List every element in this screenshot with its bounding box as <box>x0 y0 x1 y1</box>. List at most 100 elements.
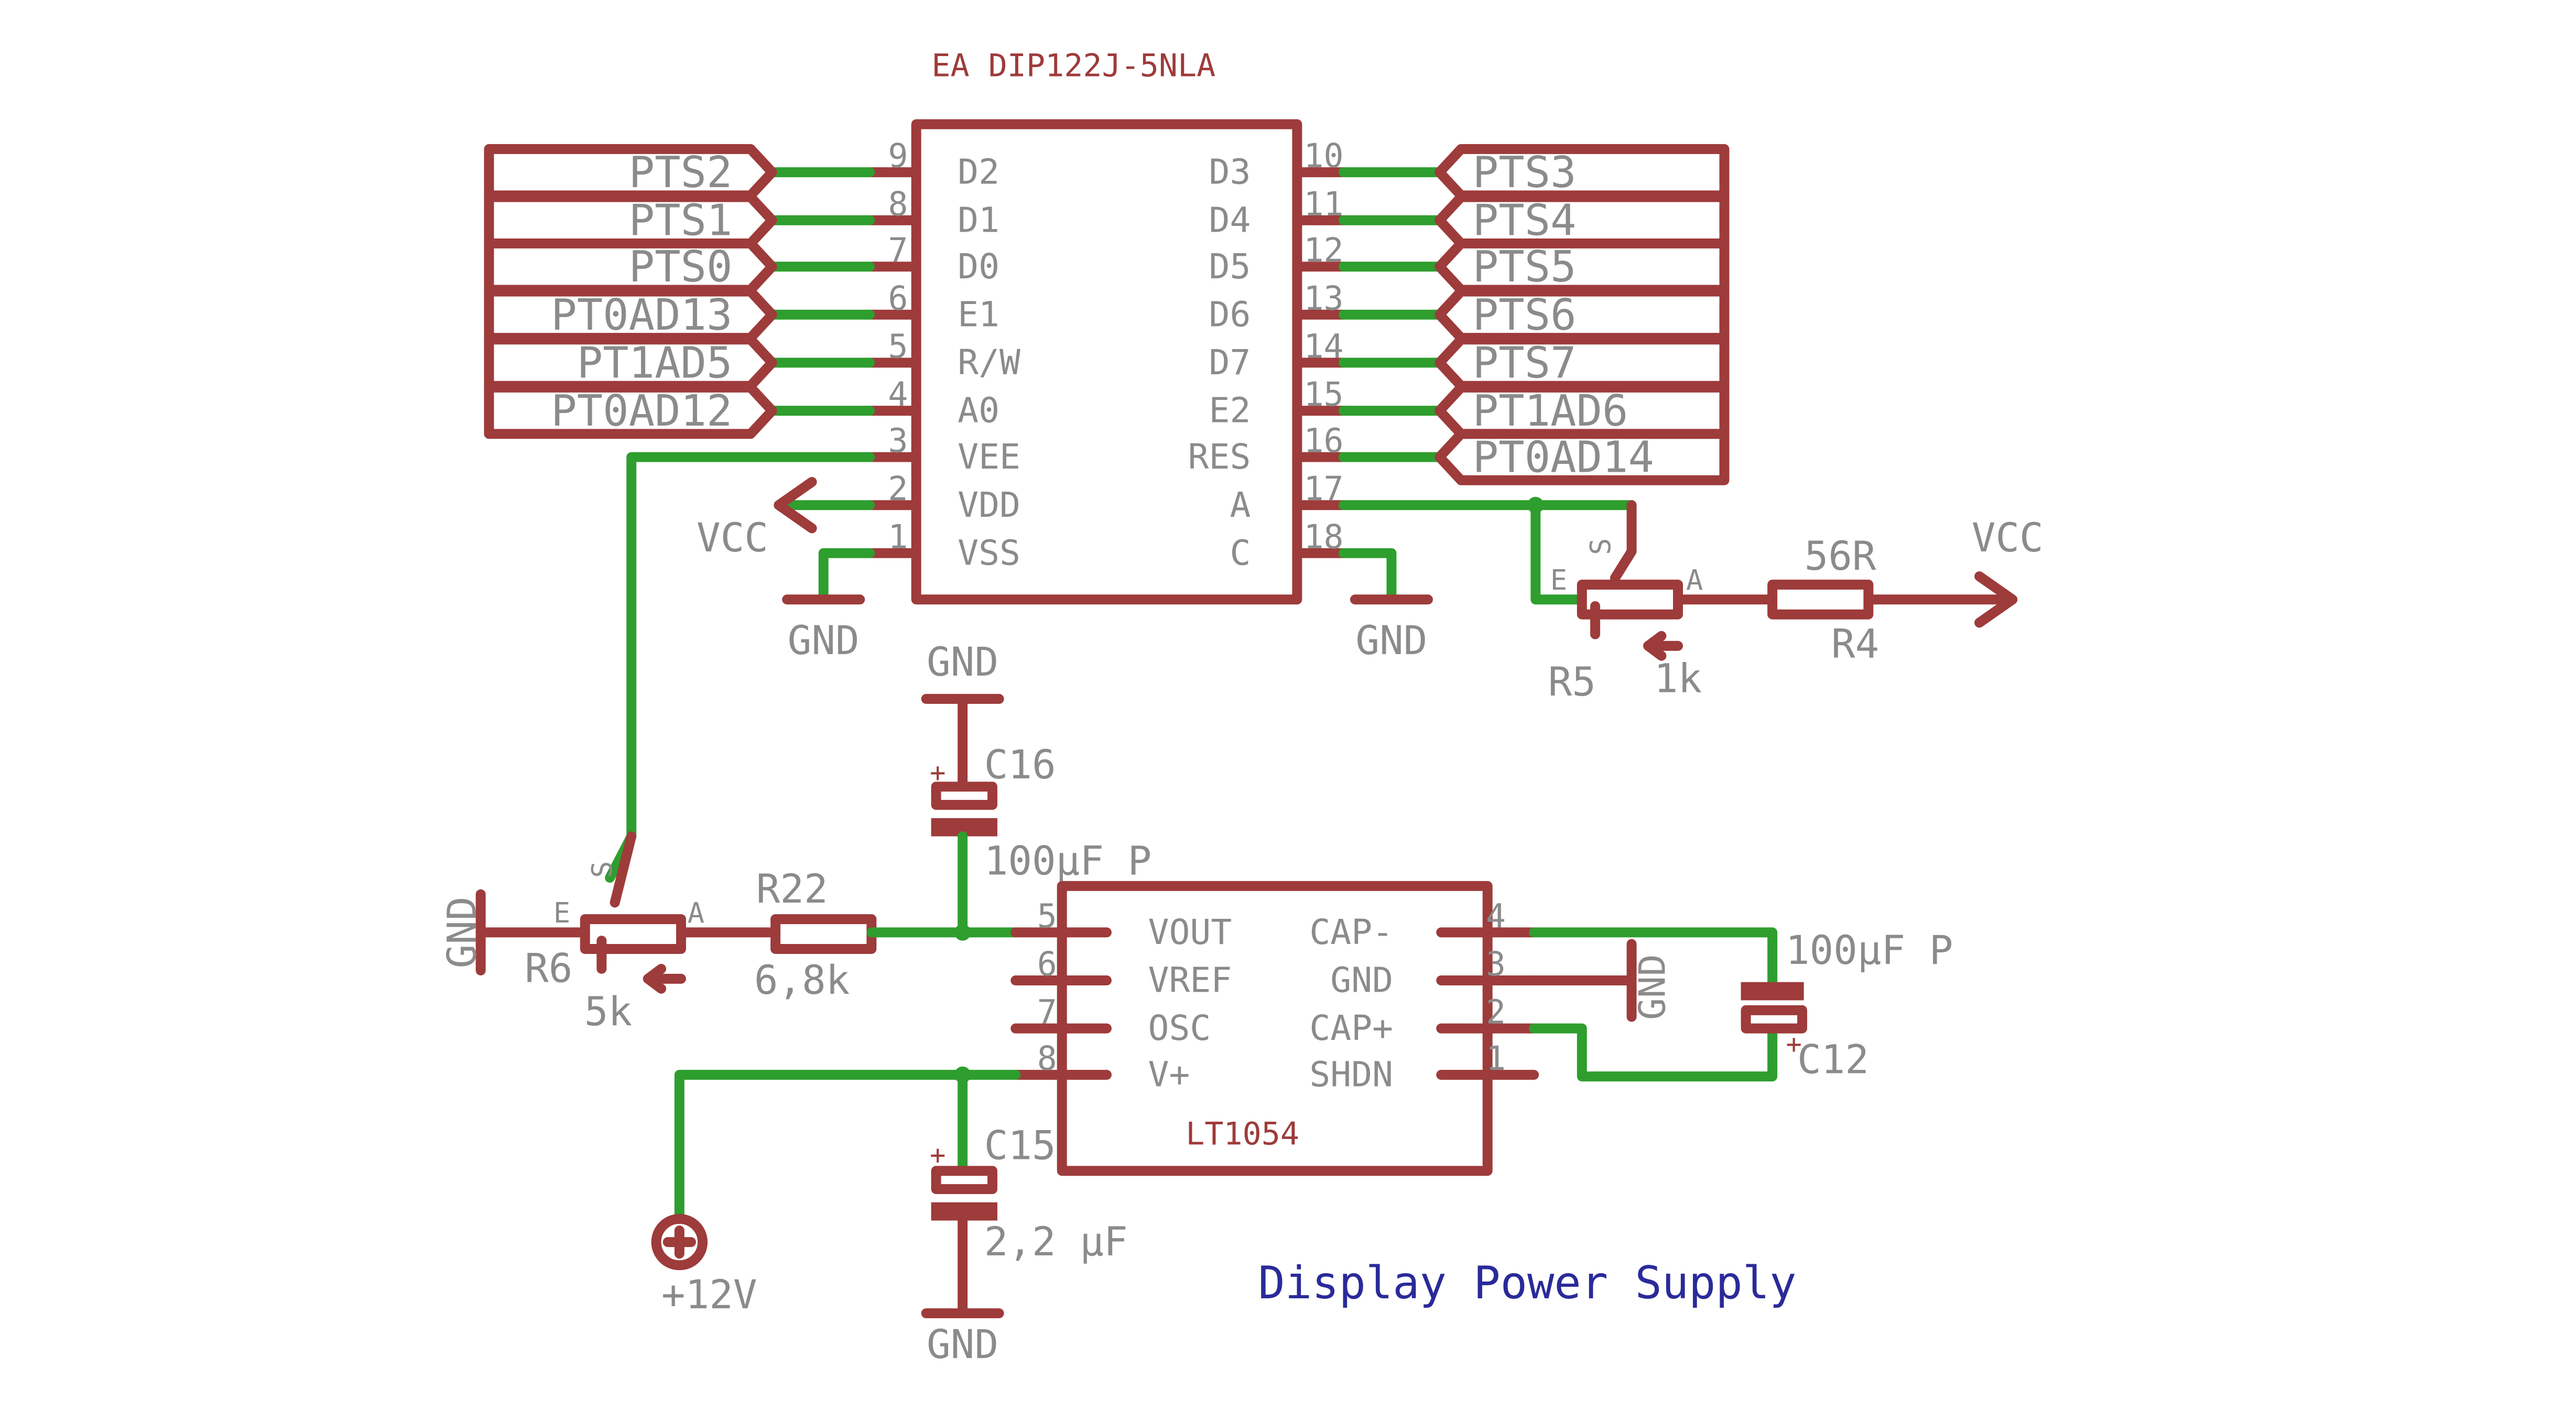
r6-adj-arrow <box>643 963 667 994</box>
net-label-text: PTS0 <box>629 242 733 292</box>
c12-plus: + <box>1786 1029 1802 1060</box>
net-label-flag <box>1434 286 1730 343</box>
gnd-label-display-right: GND <box>1355 617 1427 664</box>
r5-wiper-line <box>1610 500 1637 583</box>
regulator-pin-number: 2 <box>1486 993 1506 1032</box>
display-pin-name: VSS <box>958 532 1020 573</box>
net-label-flag <box>484 192 777 248</box>
display-pin-number: 2 <box>888 469 908 508</box>
regulator-pin-name: CAP+ <box>1309 1007 1393 1048</box>
display-pin-name: A <box>1230 484 1251 525</box>
r4-value: 56R <box>1805 533 1876 579</box>
display-pin-number: 1 <box>888 517 908 556</box>
display-pin-name: RES <box>1188 436 1251 477</box>
vplus-wire <box>674 1070 1021 1222</box>
r4-body <box>1767 579 1874 620</box>
c12-name: C12 <box>1797 1036 1869 1082</box>
regulator-pin-name: GND <box>1330 960 1393 1001</box>
r6-s-label: S <box>585 861 618 878</box>
net-label-flag <box>484 286 777 343</box>
regulator-pin-name: SHDN <box>1309 1054 1393 1095</box>
display-pin-number: 11 <box>1304 184 1344 223</box>
vcc-arrow-left <box>774 476 817 534</box>
display-pin-name: E1 <box>958 294 999 334</box>
gnd-label-c16: GND <box>927 639 998 685</box>
net-label-text: PTS3 <box>1473 148 1577 198</box>
plus12-symbol <box>651 1214 708 1271</box>
net-label-flag <box>1434 144 1730 201</box>
regulator-pin-number: 3 <box>1486 945 1506 983</box>
display-pin-number: 9 <box>888 136 908 175</box>
vcc-arrow-right <box>1974 571 2018 628</box>
c15-plus: + <box>930 1139 945 1170</box>
r6-e-label: E <box>553 896 570 929</box>
regulator-pin-name: CAP- <box>1309 911 1393 952</box>
net-label-text: PT1AD5 <box>577 338 733 388</box>
r6-a-label: A <box>688 896 704 929</box>
display-pin-number: 3 <box>888 421 908 460</box>
display-pin-number: 10 <box>1304 136 1344 175</box>
net-label-text: PTS7 <box>1473 338 1577 388</box>
net-label-flag <box>484 144 777 201</box>
vcc-label-right: VCC <box>1972 515 2044 561</box>
net-label-flag <box>1434 238 1730 295</box>
r6-wiper-line <box>610 831 637 908</box>
gnd-label-reg: GND <box>1631 954 1673 1020</box>
display-pin-number: 6 <box>888 279 908 318</box>
net-label-flag <box>484 334 777 391</box>
c15-plate-top <box>931 1166 997 1195</box>
display-pin-number: 12 <box>1304 231 1344 269</box>
display-pin-name: C <box>1230 532 1251 573</box>
net-label-flag <box>484 238 777 295</box>
schematic-title: Display Power Supply <box>1258 1257 1797 1309</box>
gnd-label-display-left: GND <box>788 617 860 664</box>
regulator-pin-name: VREF <box>1148 960 1232 1001</box>
net-label-text: PT0AD13 <box>551 290 732 340</box>
net-label-text: PTS6 <box>1473 290 1577 340</box>
cap-plus-wire <box>1529 1023 1778 1082</box>
c12-plate-bottom <box>1741 1005 1808 1034</box>
display-pin-name: R/W <box>958 342 1020 383</box>
regulator-pin-number: 1 <box>1486 1039 1506 1078</box>
r5-adj-arrow <box>1643 631 1667 661</box>
vee-wire <box>605 452 875 883</box>
net-label-flag <box>1434 382 1730 439</box>
net-label-text: PT0AD14 <box>1473 432 1654 482</box>
r5-e-label: E <box>1550 563 1567 596</box>
regulator-pin-number: 7 <box>1037 993 1057 1032</box>
r22-value: 6,8k <box>754 957 850 1003</box>
net-label-text: PT0AD12 <box>551 386 732 436</box>
r6-value: 5k <box>584 989 632 1035</box>
c12-value: 100µF P <box>1786 927 1953 973</box>
vcc-label-left: VCC <box>697 515 768 561</box>
gnd-label-c15: GND <box>927 1321 998 1367</box>
regulator-pin-number: 8 <box>1037 1039 1057 1078</box>
display-pin-number: 17 <box>1304 469 1344 508</box>
regulator-name: LT1054 <box>1186 1115 1299 1152</box>
c16-value: 100µF P <box>984 838 1152 884</box>
gnd-label-r6: GND <box>439 896 485 968</box>
display-pin-number: 15 <box>1304 375 1344 414</box>
display-pin-name: D6 <box>1209 294 1251 334</box>
net-label-text: PTS2 <box>629 148 733 198</box>
plus12-label: +12V <box>661 1272 757 1318</box>
cap-minus-wire <box>1529 927 1778 987</box>
net-label-flag <box>1434 192 1730 248</box>
display-pin-number: 4 <box>888 375 908 414</box>
display-pin-number: 13 <box>1304 279 1344 318</box>
display-pin-name: D7 <box>1209 342 1251 383</box>
display-ic-name: EA DIP122J-5NLA <box>931 47 1215 84</box>
r4-name: R4 <box>1831 621 1879 667</box>
display-pin-name: D0 <box>958 246 999 287</box>
c-pin-wire <box>1338 548 1397 605</box>
display-pin-number: 18 <box>1304 517 1344 556</box>
r5-a-label: A <box>1686 563 1703 596</box>
display-pin-number: 7 <box>888 231 908 269</box>
net-label-text: PTS4 <box>1473 196 1577 246</box>
regulator-pin-name: VOUT <box>1148 911 1232 952</box>
c16-plate-top <box>931 782 997 810</box>
regulator-pin-number: 6 <box>1037 945 1057 983</box>
display-pin-number: 8 <box>888 184 908 223</box>
display-pin-name: D4 <box>1209 199 1251 240</box>
